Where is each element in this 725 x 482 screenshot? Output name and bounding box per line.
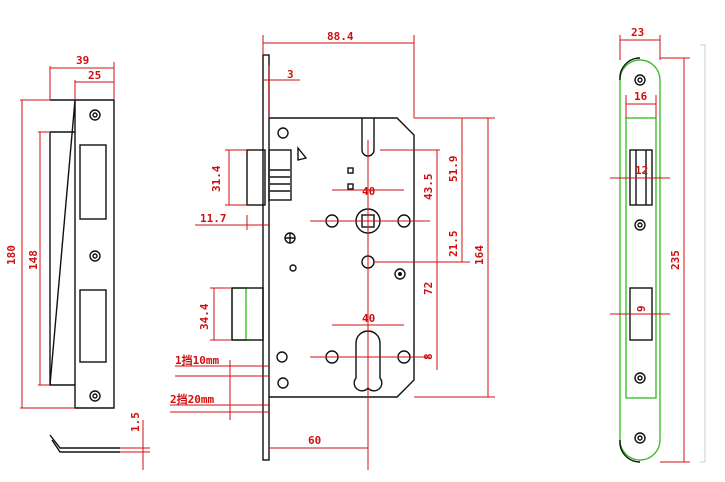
dim-backset: 60 [308,434,321,447]
dim-latch-slot: 12 [635,164,648,177]
dim-faceplate-inner-width: 16 [634,90,648,103]
faceplate [610,35,706,463]
dim-strike-width-inner: 25 [88,69,101,82]
dim-bolt-slot: 9 [635,305,648,312]
dim-faceplate-thickness: 3 [287,68,294,81]
dim-strike-height-inner: 148 [27,250,40,270]
dim-strike-thickness: 1.5 [129,412,142,432]
dim-latch-height: 31.4 [210,165,223,192]
dim-strike-width-total: 39 [76,54,89,67]
note-throw-2: 2挡20mm [170,392,214,406]
dim-center-spacing-top: 40 [362,185,375,198]
dim-8: 8 [422,353,435,360]
dim-body-width-total: 88.4 [327,30,354,43]
dim-body-height: 164 [473,245,486,265]
dim-latch-projection: 11.7 [200,212,227,225]
dim-51-9: 51.9 [447,156,460,183]
strike-plate [20,62,150,470]
dim-21-5: 21.5 [447,231,460,258]
dim-deadbolt-height: 34.4 [198,303,211,330]
dim-center-to-center: 72 [422,282,435,295]
lock-body [170,35,495,470]
dim-center-spacing-bottom: 40 [362,312,375,325]
note-throw-1: 1挡10mm [175,353,219,367]
dim-strike-height-total: 180 [5,245,18,265]
dim-43-5: 43.5 [422,174,435,201]
dim-faceplate-width: 23 [631,26,644,39]
dim-faceplate-length: 235 [669,250,682,270]
